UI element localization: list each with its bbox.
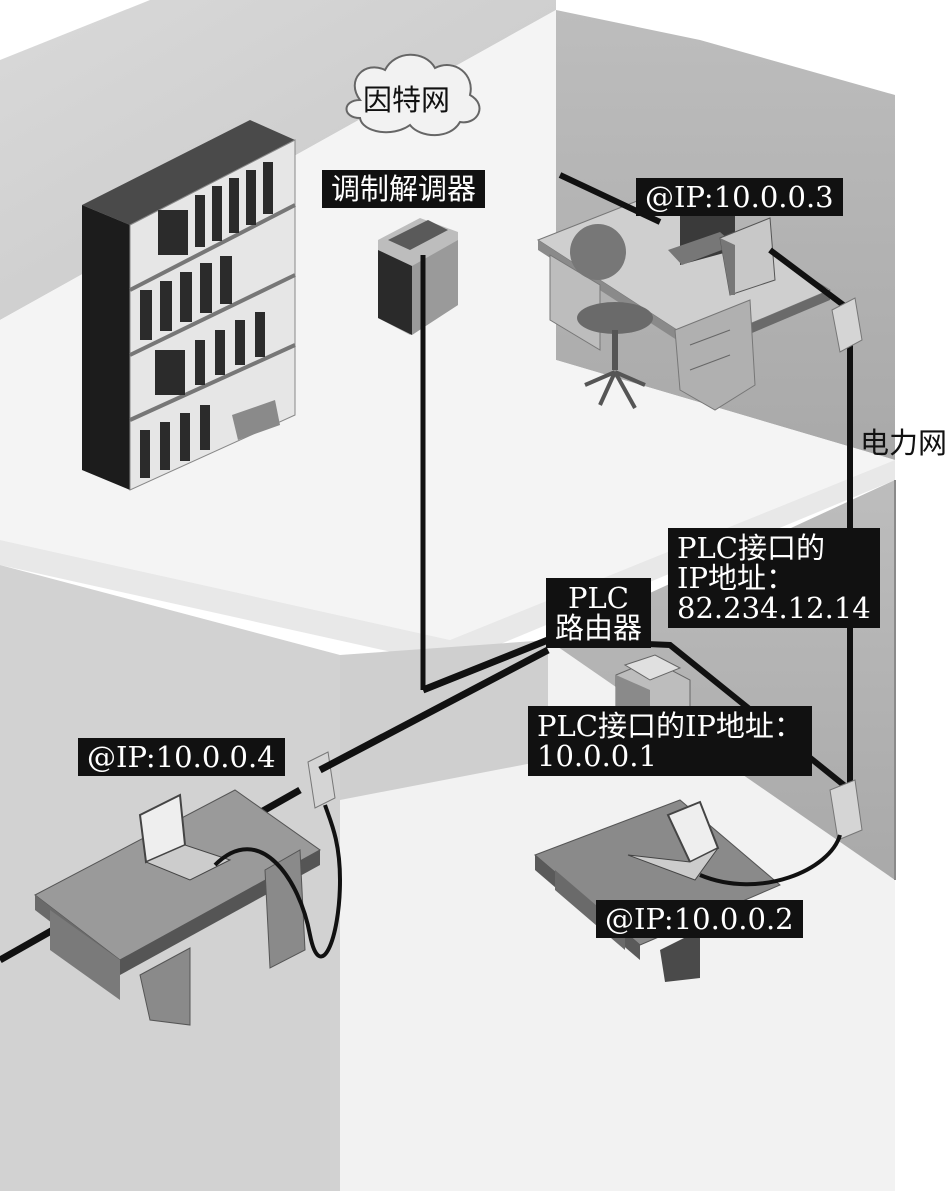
upper-floor xyxy=(0,10,895,640)
power-grid-label: 电力网 xyxy=(860,426,948,460)
lower-left-desk xyxy=(34,789,343,1026)
plc-router-line2: 路由器 xyxy=(555,611,643,645)
plc-wan-ip-line1: PLC接口的 xyxy=(677,531,825,565)
modem-label: 调制解调器 xyxy=(322,170,486,208)
ip-label-pc2: @IP:10.0.0.2 xyxy=(596,900,803,938)
bookshelf xyxy=(82,120,296,491)
plc-wan-ip-label: PLC接口的 IP地址： 82.234.12.14 xyxy=(668,528,880,628)
plc-lan-ip-line2: 10.0.0.1 xyxy=(537,739,657,773)
upper-desk xyxy=(536,189,832,411)
plc-adapter-upper xyxy=(831,297,863,353)
plc-router-label: PLC 路由器 xyxy=(546,578,652,648)
ip-label-pc4: @IP:10.0.0.4 xyxy=(78,738,285,776)
plc-wan-ip-line3: 82.234.12.14 xyxy=(677,591,871,625)
plc-wan-ip-line2: IP地址： xyxy=(677,561,795,595)
ip-label-pc3: @IP:10.0.0.3 xyxy=(636,178,843,216)
internet-cloud xyxy=(345,53,481,137)
plc-lan-ip-label: PLC接口的IP地址： 10.0.0.1 xyxy=(528,706,812,776)
plc-router-line1: PLC xyxy=(568,581,629,615)
plc-lan-ip-line1: PLC接口的IP地址： xyxy=(537,709,803,743)
upper-floor-edge xyxy=(0,460,895,665)
plc-adapter-lower-right xyxy=(829,779,863,841)
internet-label: 因特网 xyxy=(363,83,451,117)
